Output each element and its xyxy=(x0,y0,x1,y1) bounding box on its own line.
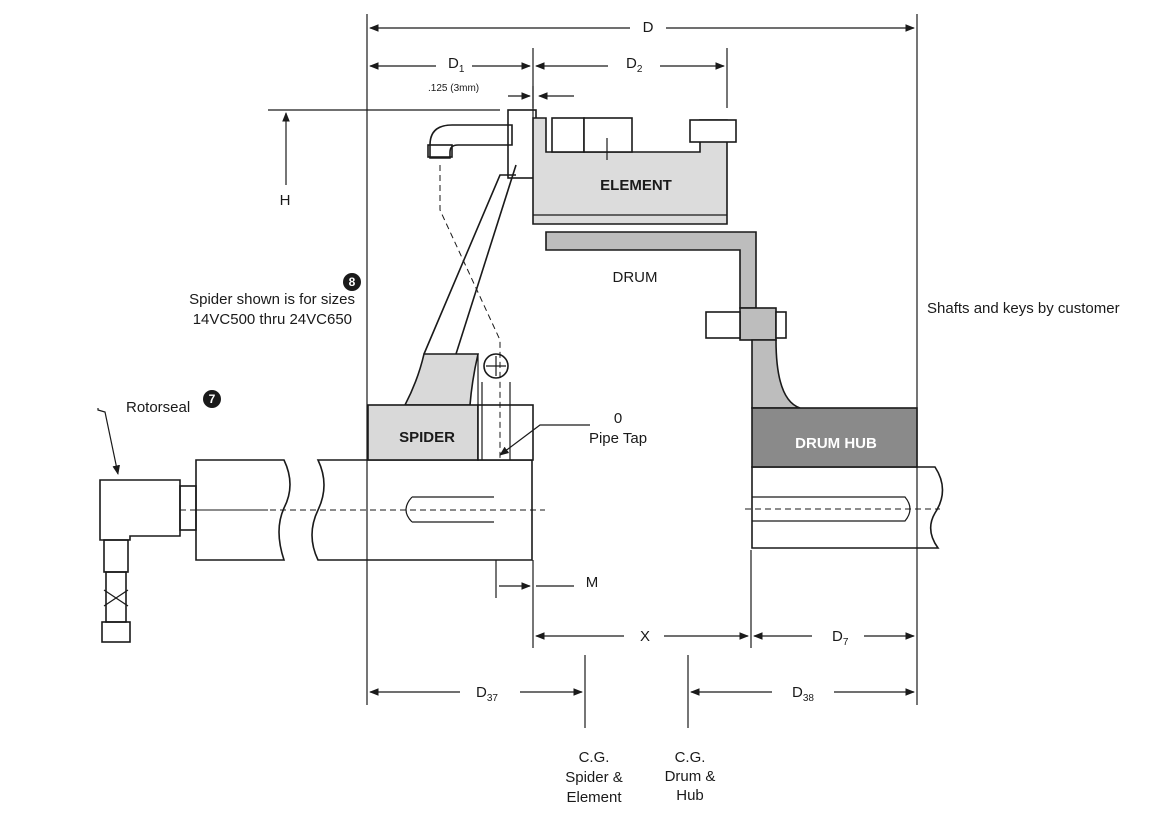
drum-hub xyxy=(751,407,918,468)
leader-lines xyxy=(97,408,590,475)
dim-d7: D7 xyxy=(832,628,849,648)
spider-note-line2: 14VC500 thru 24VC650 xyxy=(193,311,352,328)
label-rotorseal: Rotorseal xyxy=(126,399,190,416)
dim-m: M xyxy=(586,574,599,591)
drum xyxy=(545,231,801,409)
label-drum-hub: DRUM HUB xyxy=(795,435,877,452)
label-element: ELEMENT xyxy=(600,177,672,194)
element xyxy=(532,117,737,225)
dim-d1: D1 xyxy=(448,55,465,75)
svg-text:8: 8 xyxy=(349,275,356,289)
label-spider: SPIDER xyxy=(399,429,455,446)
dim-d38: D38 xyxy=(792,684,814,704)
extension-lines xyxy=(268,14,918,728)
spider-arm xyxy=(403,353,480,406)
cg1-line2: Spider & xyxy=(565,769,623,786)
dim-d: D xyxy=(643,19,654,36)
dim-clearance: .125 (3mm) xyxy=(428,83,479,94)
cg1-line3: Element xyxy=(566,789,622,806)
badge-8 xyxy=(343,273,361,291)
right-shaft xyxy=(745,466,944,549)
spider-hub xyxy=(367,404,479,461)
pipe-tap-size: 0 xyxy=(614,410,622,427)
rotorseal xyxy=(99,479,268,643)
cg2-line3: Hub xyxy=(676,787,704,804)
cg1-line1: C.G. xyxy=(579,749,610,766)
dim-x: X xyxy=(640,628,650,645)
dim-d37: D37 xyxy=(476,684,498,704)
left-shaft xyxy=(180,459,545,561)
svg-text:7: 7 xyxy=(209,392,216,406)
badge-7 xyxy=(203,390,221,408)
dimension-lines xyxy=(282,24,915,696)
dim-h: H xyxy=(280,192,291,209)
air-tube xyxy=(427,109,537,179)
spider xyxy=(367,164,534,461)
label-drum: DRUM xyxy=(613,269,658,286)
pipe-tap-label: Pipe Tap xyxy=(589,430,647,447)
dim-d2: D2 xyxy=(626,55,643,75)
cg2-line1: C.G. xyxy=(675,749,706,766)
labels: D D1 D2 .125 (3mm) H M X D7 D37 D38 ELEM… xyxy=(126,19,1120,806)
spider-note-line1: Spider shown is for sizes xyxy=(189,291,355,308)
shafts-note: Shafts and keys by customer xyxy=(927,300,1120,317)
cg2-line2: Drum & xyxy=(665,768,716,785)
